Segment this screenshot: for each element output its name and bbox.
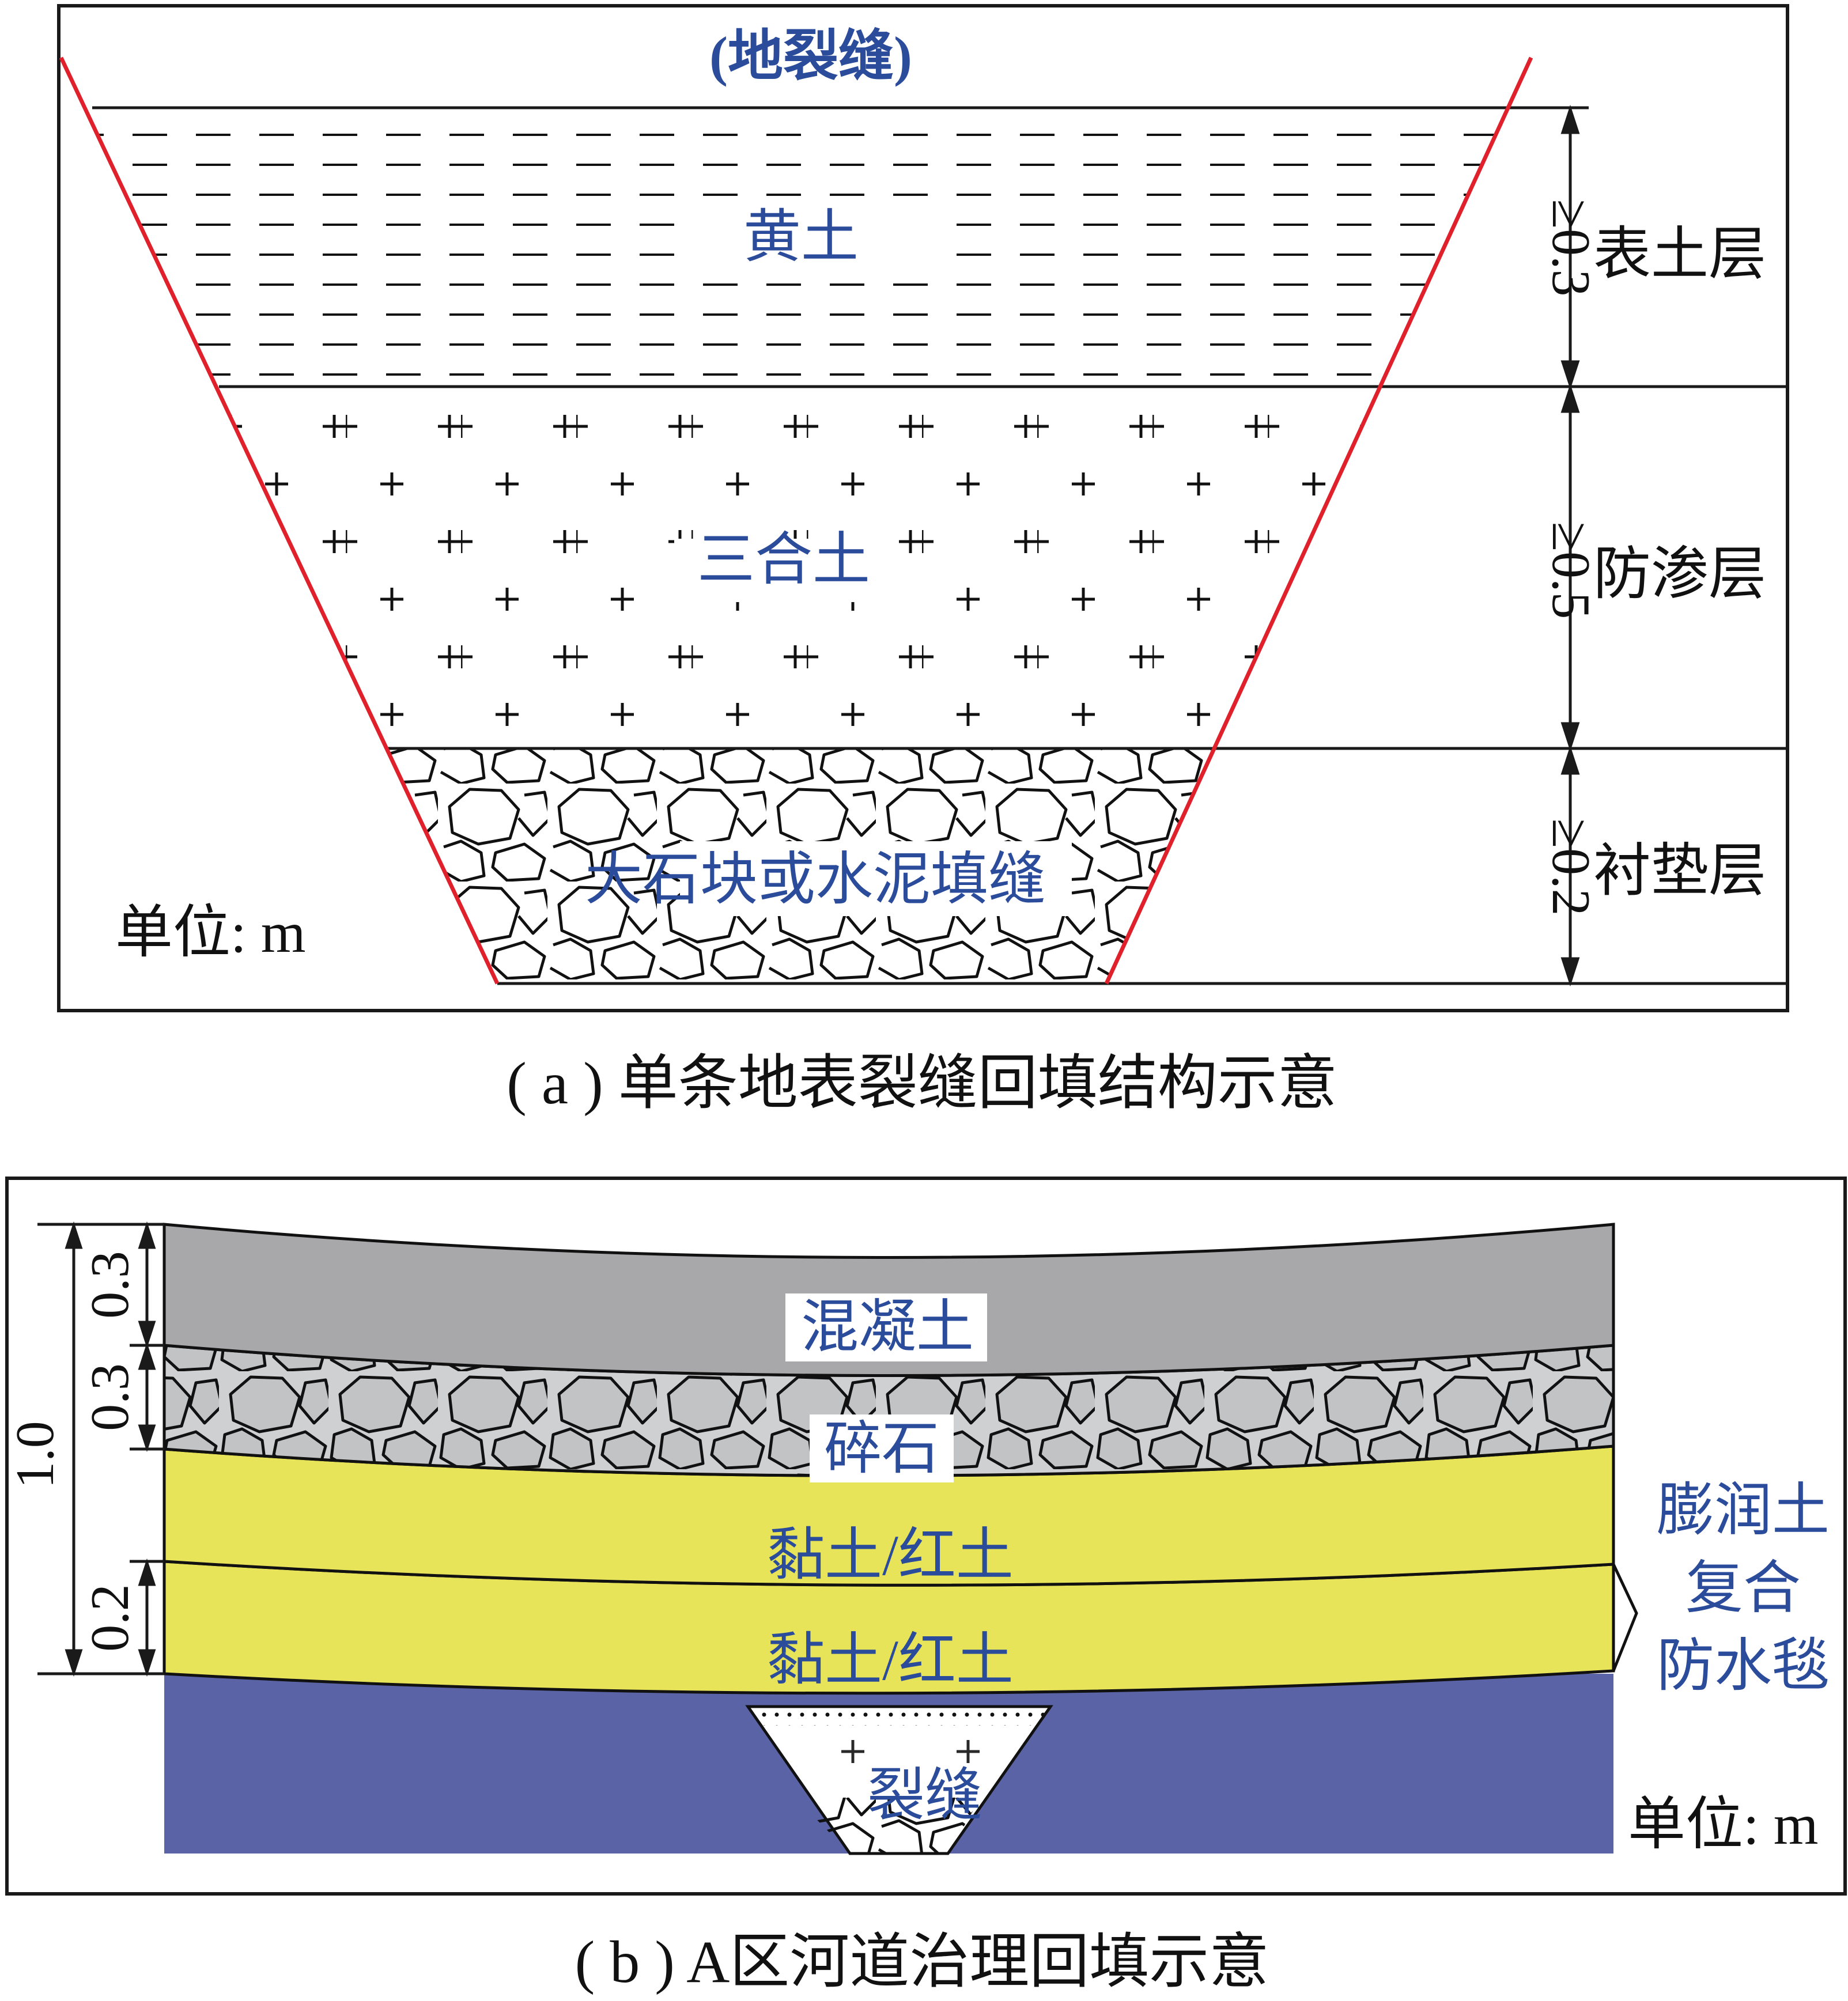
thickness-seepage: ≥0.5 [1541,521,1601,619]
crack-wall-right [1104,56,1533,985]
crack-fill [745,1705,1053,1855]
material-triple-soil: 三合土 [697,528,870,592]
layer-name-seepage: 防渗层 [1593,542,1766,606]
blanket-label-line-2: 复合 [1686,1556,1801,1620]
caption-b: ( b ) A区河道治理回填示意 [575,1929,1269,1995]
dimension-lines-b [37,1221,164,1677]
unit-label-a: 单位: m [115,901,306,964]
material-concrete: 混凝土 [801,1295,974,1359]
material-stone: 大石块或水泥填缝 [585,848,1046,911]
material-clay-lower: 黏土/红土 [767,1628,1014,1692]
crack-label: (地裂缝) [709,25,912,87]
unit-label-b: 单位: m [1628,1792,1819,1856]
material-clay-upper: 黏土/红土 [767,1523,1014,1587]
panel-b-frame [5,1177,1847,1896]
concrete-label-bg [785,1293,987,1361]
dim-total: 1.0 [5,1421,65,1489]
panel-b: 混凝土 碎石 黏土/红土 黏土/红土 裂缝 膨润土 复合 防水毯 单位: m [5,1177,1847,1896]
crack-label-b: 裂缝 [867,1764,982,1828]
layer-name-topsoil: 表土层 [1593,222,1766,286]
thickness-topsoil: ≥0.3 [1541,199,1601,296]
blanket-label-line-3: 防水毯 [1657,1634,1830,1698]
blanket-bracket [1612,1563,1638,1671]
crack-wall-left [59,56,500,985]
thickness-cushion: ≥0.2 [1541,818,1601,916]
blanket-label-line-1: 膨润土 [1657,1478,1830,1542]
dim-concrete: 0.3 [80,1251,140,1319]
dim-blanket: 0.2 [80,1584,140,1652]
material-loess: 黄土 [743,205,859,269]
material-gravel: 碎石 [824,1417,939,1481]
panel-a-frame [57,4,1789,1012]
gravel-label-bg [810,1414,954,1482]
dimension-arrows [1560,104,1580,987]
layer-name-cushion: 衬垫层 [1593,839,1766,903]
dim-gravel: 0.3 [80,1363,140,1431]
caption-a: ( a ) 单条地表裂缝回填结构示意 [507,1050,1337,1117]
panel-a: (地裂缝) 黄土 三合土 大石块或水泥填缝 表土层 防渗层 衬垫层 ≥0.3 ≥… [57,4,1789,1012]
